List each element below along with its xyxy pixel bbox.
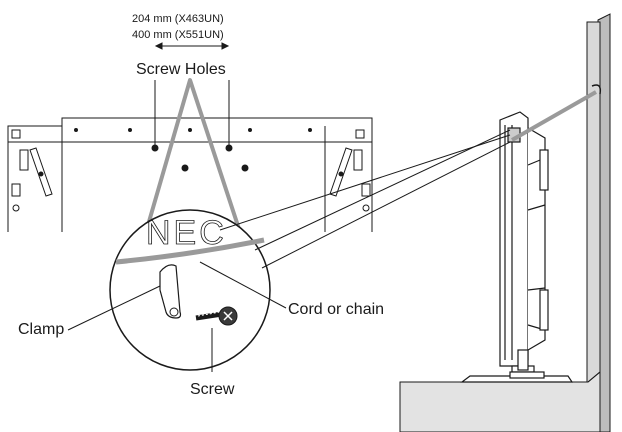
dimension-label-x551un: 400 mm (X551UN) [132, 29, 224, 41]
monitor-rear-view [7, 117, 373, 232]
cord-or-chain-label: Cord or chain [288, 301, 384, 318]
screw-holes-label: Screw Holes [136, 61, 226, 78]
dimension-label-x463un: 204 mm (X463UN) [132, 13, 224, 25]
cord-to-wall [511, 84, 602, 142]
screw-detail [195, 306, 238, 326]
leader-lines [67, 261, 287, 372]
brand-mark-outline: NEC [146, 214, 227, 252]
screw-label: Screw [190, 381, 235, 398]
monitor-side-view [460, 111, 574, 383]
zoom-detail-circle: NEC [109, 129, 511, 371]
screw-hole-dimension [154, 42, 230, 50]
cord-through-screw-holes [144, 78, 242, 233]
wall [586, 13, 611, 432]
clamp-label: Clamp [18, 321, 64, 338]
labels: 204 mm (X463UN) 400 mm (X551UN) Screw Ho… [18, 13, 384, 398]
